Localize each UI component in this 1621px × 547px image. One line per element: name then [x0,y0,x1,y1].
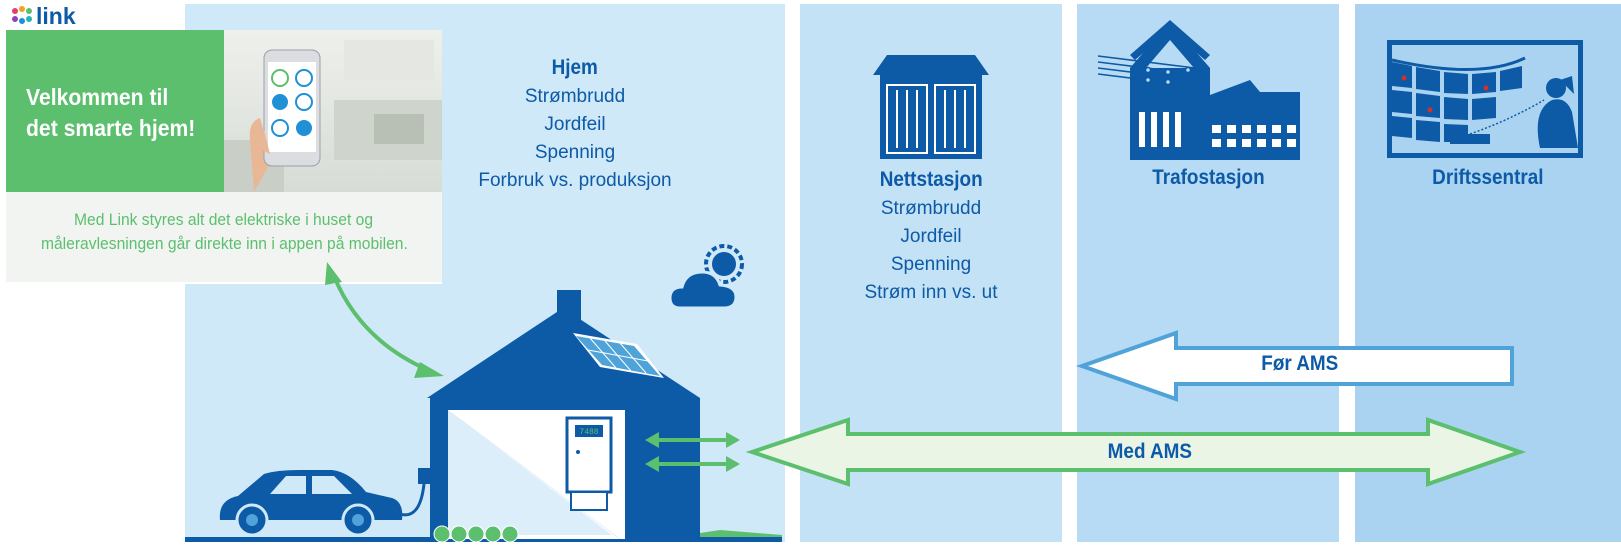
promo-card: Velkommen til det smarte hjem! [6,30,442,284]
nettstasjon-item: Spenning [890,254,972,275]
nettstasjon-info: Nettstasjon Strømbrudd Jordfeil Spenning… [820,166,1042,307]
nettstasjon-item: Strømbrudd [880,198,982,219]
promo-card-body: Velkommen til det smarte hjem! [6,30,442,282]
promo-heading-line-1: Velkommen til [26,84,169,110]
promo-description: Med Link styres alt det elektriske i hus… [14,208,434,256]
nettstasjon-item: Jordfeil [900,226,962,247]
med-ams-label: Med AMS [1107,440,1193,463]
weather-icon [668,244,744,310]
promo-to-house-arrow-icon [325,262,444,378]
home-item: Spenning [534,142,616,163]
promo-text-line-2: måleravlesningen går direkte inn i appen… [40,234,408,253]
link-logo: link [10,3,100,29]
home-item: Strømbrudd [524,86,626,107]
driftssentral-control-room-icon [1387,40,1583,158]
house-icon: 7488 [399,290,740,543]
home-item: Jordfeil [544,114,606,135]
for-ams-arrow-icon [1075,330,1514,402]
phone-photo [224,30,442,192]
home-item: Forbruk vs. produksjon [478,170,672,191]
nettstasjon-building-icon [873,55,989,159]
promo-heading-box: Velkommen til det smarte hjem! [6,30,224,192]
driftssentral-title: Driftssentral [1432,166,1544,189]
med-ams-arrow-icon [745,417,1527,487]
for-ams-label: Før AMS [1261,352,1339,375]
promo-heading: Velkommen til det smarte hjem! [26,82,205,144]
electric-car-icon [219,470,403,537]
svg-text:7488: 7488 [579,428,598,437]
link-logo-dots-icon [12,6,32,24]
nettstasjon-item: Strøm inn vs. ut [864,282,998,303]
promo-heading-line-2: det smarte hjem! [26,115,196,141]
brand-name: link [36,3,76,29]
home-title: Hjem [551,56,599,79]
promo-text-line-1: Med Link styres alt det elektriske i hus… [74,210,374,229]
home-info: Hjem Strømbrudd Jordfeil Spenning Forbru… [450,54,700,195]
nettstasjon-title: Nettstasjon [879,168,983,191]
trafostasjon-title: Trafostasjon [1151,166,1265,189]
trafostasjon-building-icon [1097,20,1300,160]
